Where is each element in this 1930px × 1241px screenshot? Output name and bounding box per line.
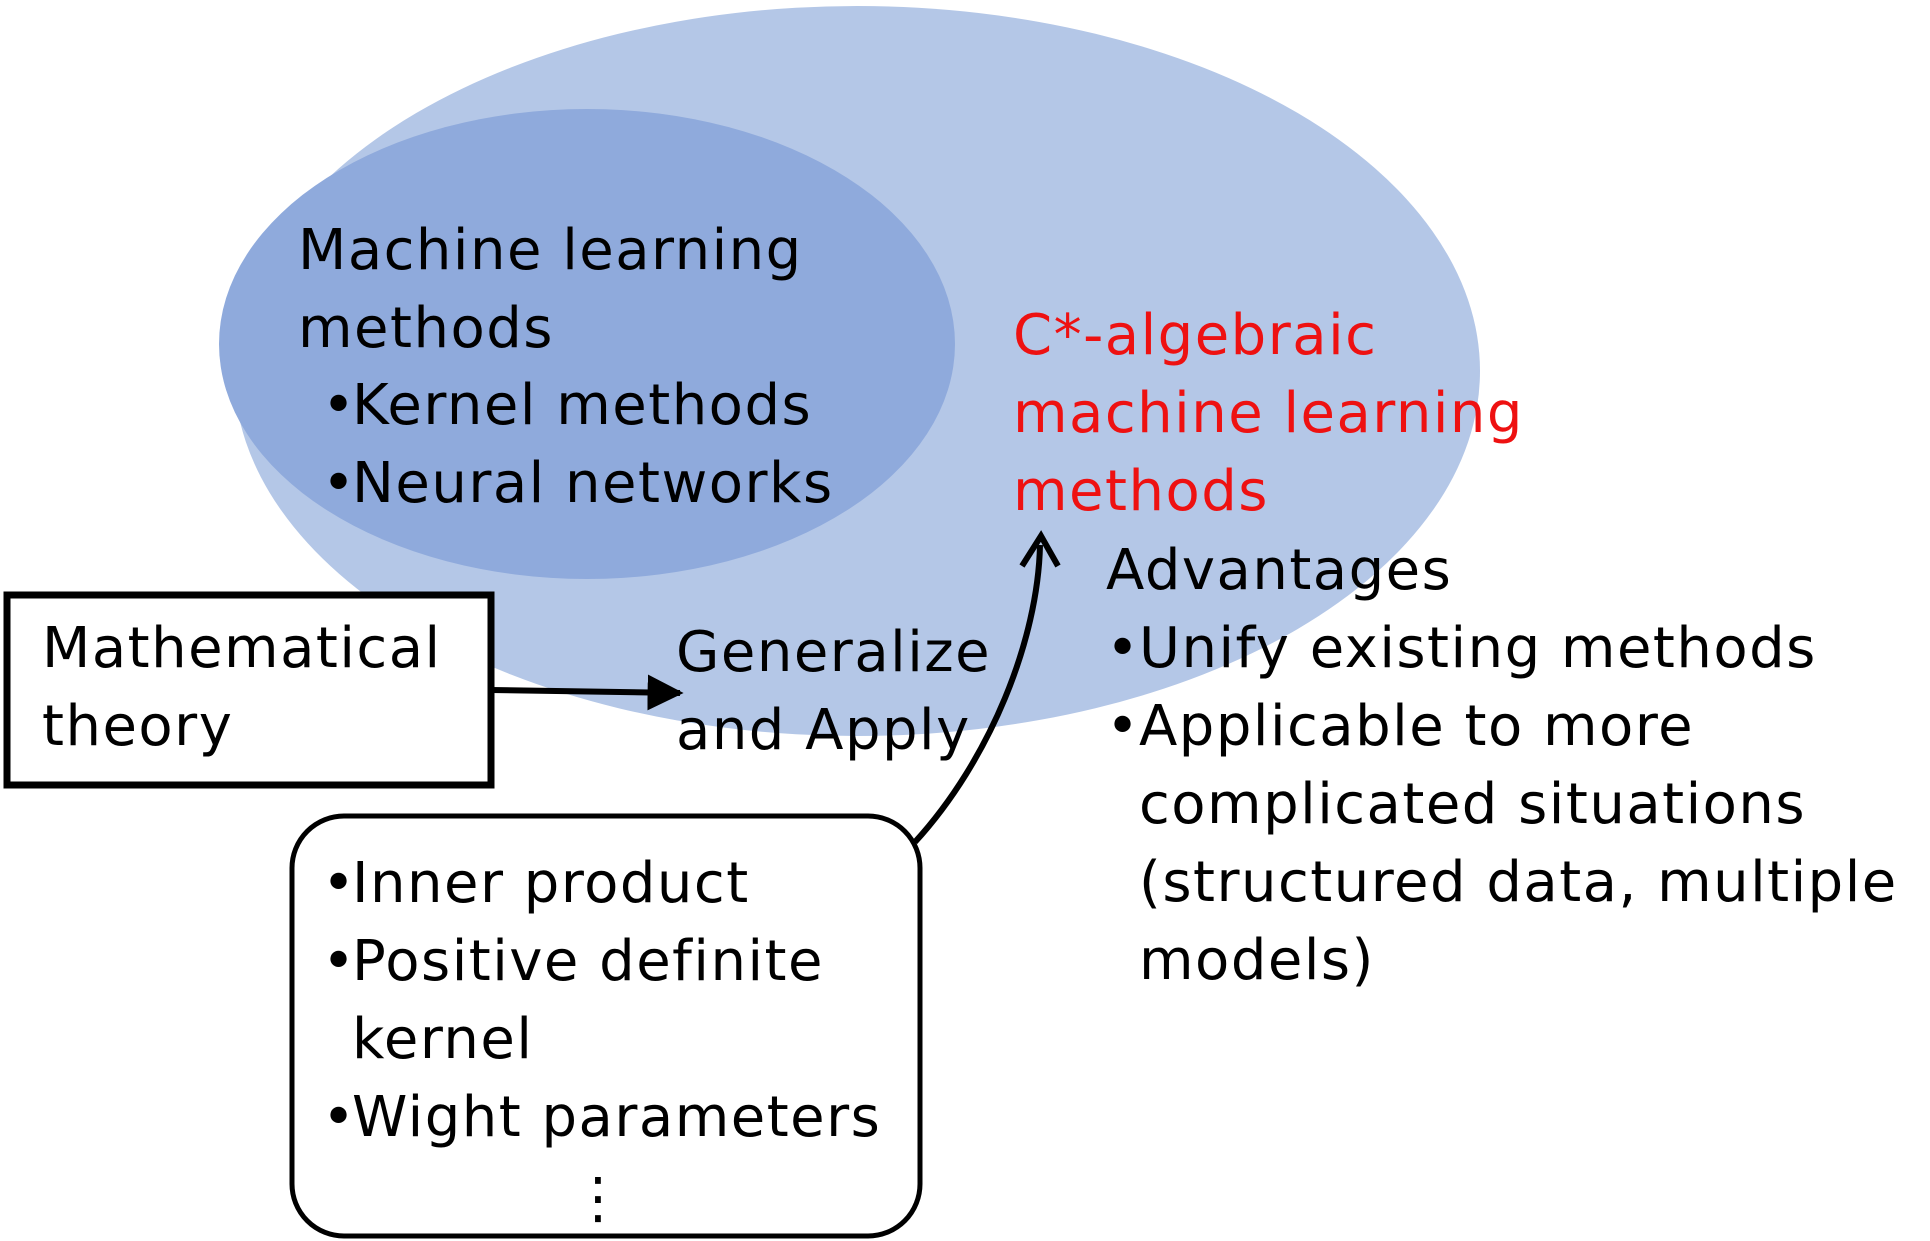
advantage-item-line3: (structured data, multiple xyxy=(1139,850,1898,915)
concepts-to-cstar-arrowhead xyxy=(1019,530,1061,568)
concept-item-line2: kernel xyxy=(352,1007,534,1072)
advantage-item-label: Unify existing methods xyxy=(1139,616,1817,681)
concept-item-label: Wight parameters xyxy=(352,1085,882,1150)
bullet: • xyxy=(322,373,357,438)
arrow-label: Generalize and Apply xyxy=(676,614,991,770)
advantage-item-applicable: • Applicable to more xyxy=(1106,688,1916,766)
advantage-item-applicable-cont: models) xyxy=(1106,922,1916,1000)
ml-title: Machine learning methods xyxy=(298,212,803,368)
math-theory-box xyxy=(3,591,495,789)
bullet: • xyxy=(322,851,357,916)
concepts-box xyxy=(289,813,923,1239)
inner-ellipse xyxy=(219,109,955,579)
ml-title-line1: Machine learning xyxy=(298,218,803,283)
generalize-arrow xyxy=(490,674,684,711)
advantage-item-applicable-cont: complicated situations xyxy=(1106,766,1916,844)
cstar-line2: machine learning xyxy=(1013,381,1524,446)
advantage-item-applicable-cont: (structured data, multiple xyxy=(1106,844,1916,922)
bullet: • xyxy=(322,1085,357,1150)
math-line1: Mathematical xyxy=(42,616,442,681)
concept-item-positive-definite-cont: kernel xyxy=(322,1001,912,1079)
arrow-label-line1: Generalize xyxy=(676,620,992,685)
advantages-title-text: Advantages xyxy=(1106,538,1453,603)
ml-item-neural-networks: • Neural networks xyxy=(322,445,882,523)
bullet: • xyxy=(322,451,357,516)
math-line2: theory xyxy=(42,694,234,759)
concepts-to-cstar-arrow xyxy=(912,544,1043,845)
advantage-item-line1: Applicable to more xyxy=(1139,694,1695,759)
concept-item-line1: Positive definite xyxy=(352,929,824,994)
concept-item-inner-product: • Inner product xyxy=(322,845,912,923)
advantages-panel: Advantages • Unify existing methods • Ap… xyxy=(1106,532,1916,1000)
math-theory-label: Mathematical theory xyxy=(42,610,442,766)
ml-item-kernel-methods: • Kernel methods xyxy=(322,367,882,445)
ml-list: • Kernel methods • Neural networks xyxy=(322,367,882,523)
concepts-ellipsis: ⋮ xyxy=(570,1166,626,1231)
ml-item-label: Kernel methods xyxy=(352,373,813,438)
bullet: • xyxy=(1106,616,1141,681)
concept-item-label: Inner product xyxy=(352,851,750,916)
cstar-title: C*-algebraic machine learning methods xyxy=(1013,297,1524,531)
arrow-label-line2: and Apply xyxy=(676,698,971,763)
advantage-item-line2: complicated situations xyxy=(1139,772,1807,837)
advantage-item-line4: models) xyxy=(1139,928,1375,993)
concept-item-wight-parameters: • Wight parameters xyxy=(322,1079,912,1157)
advantage-item-unify: • Unify existing methods xyxy=(1106,610,1916,688)
ml-item-label: Neural networks xyxy=(352,451,834,516)
cstar-line3: methods xyxy=(1013,459,1269,524)
bullet: • xyxy=(322,929,357,994)
ml-title-line2: methods xyxy=(298,296,554,361)
cstar-line1: C*-algebraic xyxy=(1013,303,1378,368)
bullet: • xyxy=(1106,694,1141,759)
concept-item-positive-definite: • Positive definite xyxy=(322,923,912,1001)
advantages-title: Advantages xyxy=(1106,532,1916,610)
concepts-list: • Inner product • Positive definite kern… xyxy=(322,845,912,1175)
